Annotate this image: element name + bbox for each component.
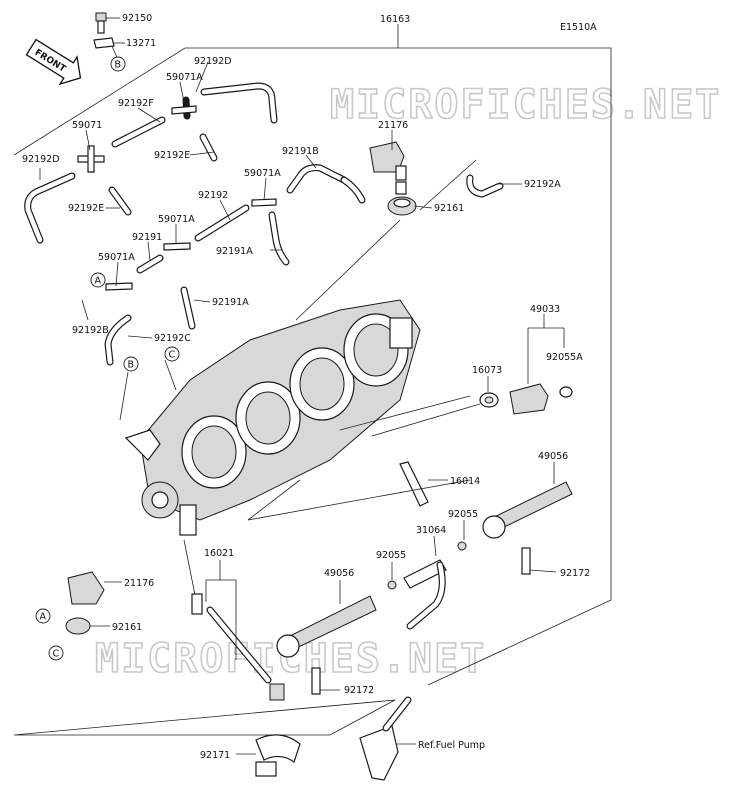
label-92161-top: 92161 [434,203,464,214]
label-92192E-2: 92192E [68,203,104,214]
part-labels: E1510A 92150 13271 16163 92192D 59071A 9… [22,13,597,761]
throttle-cable-16021 [183,539,285,701]
fuel-pipe-31064 [387,559,447,630]
label-92192D-left: 92192D [22,154,60,165]
callout-C-lower: C [53,649,60,660]
label-92191A-2: 92191A [212,297,249,308]
diagram-code: E1510A [560,22,597,33]
label-16163: 16163 [380,14,410,25]
label-16021: 16021 [204,548,234,559]
label-13271: 13271 [126,38,156,49]
label-59071A-3: 59071A [158,214,195,225]
label-21176-top: 21176 [378,120,408,131]
callout-C-mid: C [169,350,176,361]
label-92055A: 92055A [546,352,583,363]
label-59071A-2: 59071A [244,168,281,179]
label-92055-right: 92055 [448,509,478,520]
label-92191B: 92191B [282,146,319,157]
watermark-top: MICROFICHES.NET [330,82,721,128]
injector-49033 [479,383,573,415]
label-92192C: 92192C [154,333,191,344]
label-16014: 16014 [450,476,480,487]
fuel-rail-mid [276,595,377,695]
hose-clip-92171 [255,734,301,777]
label-92192A: 92192A [524,179,561,190]
throttle-body-assembly [124,299,421,536]
map-sensor-top [369,141,417,216]
map-sensor-bottom [65,571,105,635]
label-59071A-4: 59071A [98,252,135,263]
label-16073: 16073 [472,365,502,376]
label-92192F: 92192F [118,98,154,109]
label-92192: 92192 [198,190,228,201]
label-31064: 31064 [416,525,446,536]
label-49056-right: 49056 [538,451,568,462]
label-49056-mid: 49056 [324,568,354,579]
label-92191A-1: 92191A [216,246,253,257]
label-92192D-top: 92192D [194,56,232,67]
callout-A-lower: A [40,612,47,623]
assembly-frame [13,24,612,736]
callout-A-upper: A [95,276,102,287]
label-92161-bottom: 92161 [112,622,142,633]
label-92192E-1: 92192E [154,150,190,161]
label-92172-bottom: 92172 [344,685,374,696]
pin-16014 [399,461,429,507]
label-59071: 59071 [72,120,102,131]
label-92150: 92150 [122,13,152,24]
fuel-rail-right [457,481,573,575]
bolt-92150 [93,12,125,61]
label-49033: 49033 [530,304,560,315]
label-21176-bottom: 21176 [124,578,154,589]
label-92191: 92191 [132,232,162,243]
t-joints [77,105,277,291]
front-arrow-icon: FRONT [25,38,82,86]
vacuum-hoses [24,82,504,366]
label-92192B: 92192B [72,325,109,336]
label-92171: 92171 [200,750,230,761]
label-59071A-1: 59071A [166,72,203,83]
reference-callouts: B A B C A C [35,56,180,661]
callout-B-top: B [115,60,122,71]
label-ref-fuel-pump: Ref.Fuel Pump [418,740,485,751]
label-92172-right: 92172 [560,568,590,579]
leader-lines [39,61,565,755]
fuel-pump-connector [359,696,412,781]
callout-B-mid: B [128,360,135,371]
label-92055-mid: 92055 [376,550,406,561]
